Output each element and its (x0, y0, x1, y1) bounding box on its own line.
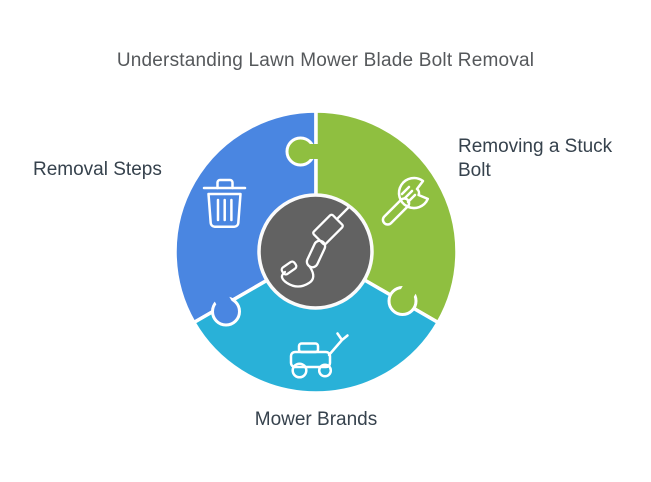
trash-icon (202, 178, 247, 228)
label-stuck-bolt: Removing a Stuck Bolt (458, 136, 613, 181)
puzzle-neck-bottom-right (395, 282, 418, 307)
drill-icon (280, 206, 350, 288)
mower-icon (289, 332, 349, 379)
wrench-icon (381, 176, 430, 226)
puzzle-neck-bottom-left (213, 291, 236, 316)
puzzle-neck-top (302, 144, 319, 159)
label-mower-brands: Mower Brands (254, 409, 378, 430)
segment-mower-brands (192, 250, 440, 395)
hub-circle (257, 193, 374, 310)
label-removal-steps: Removal Steps (33, 159, 162, 180)
page-title: Understanding Lawn Mower Blade Bolt Remo… (116, 50, 535, 71)
